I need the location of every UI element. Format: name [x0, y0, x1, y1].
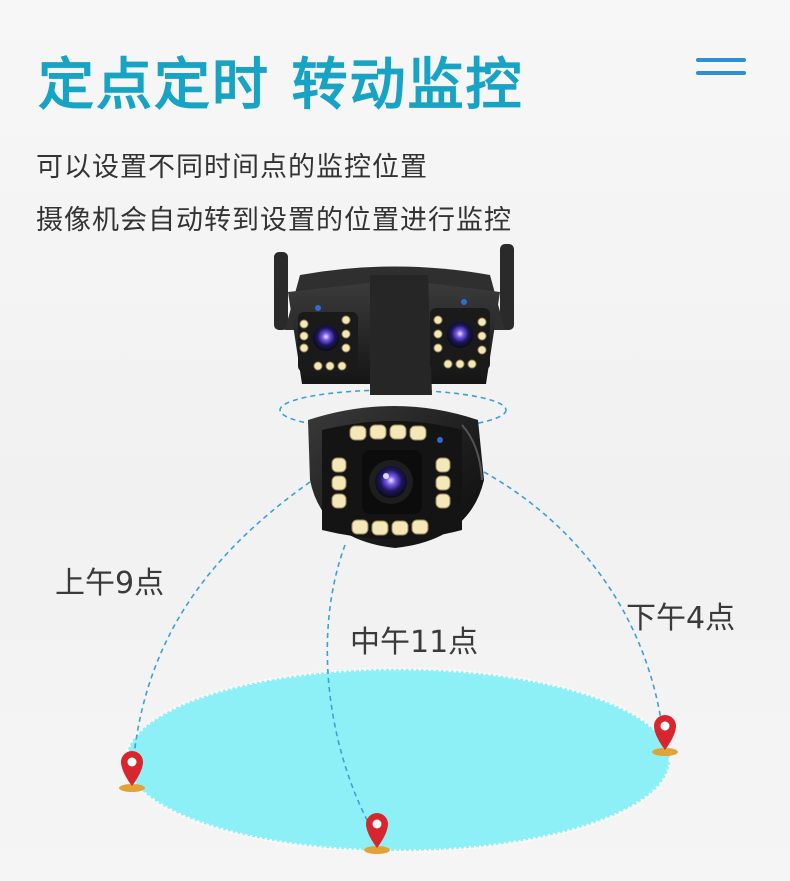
location-pin-icon: [119, 751, 145, 792]
monitoring-zone: [124, 667, 672, 853]
subtitle-line-1: 可以设置不同时间点的监控位置: [36, 152, 428, 183]
time-label-afternoon: 下午4点: [626, 601, 736, 636]
location-pin-icon: [364, 813, 390, 854]
time-label-noon: 中午11点: [350, 625, 479, 660]
camera-illustration: [274, 244, 514, 548]
page-title: 定点定时 转动监控: [38, 53, 524, 118]
path-to-afternoon: [483, 471, 665, 743]
subtitle-line-2: 摄像机会自动转到设置的位置进行监控: [36, 205, 512, 236]
menu-icon[interactable]: [696, 58, 746, 80]
time-label-morning: 上午9点: [55, 566, 165, 601]
path-to-morning: [131, 481, 311, 779]
location-pin-icon: [652, 715, 678, 756]
path-to-noon: [326, 544, 379, 841]
